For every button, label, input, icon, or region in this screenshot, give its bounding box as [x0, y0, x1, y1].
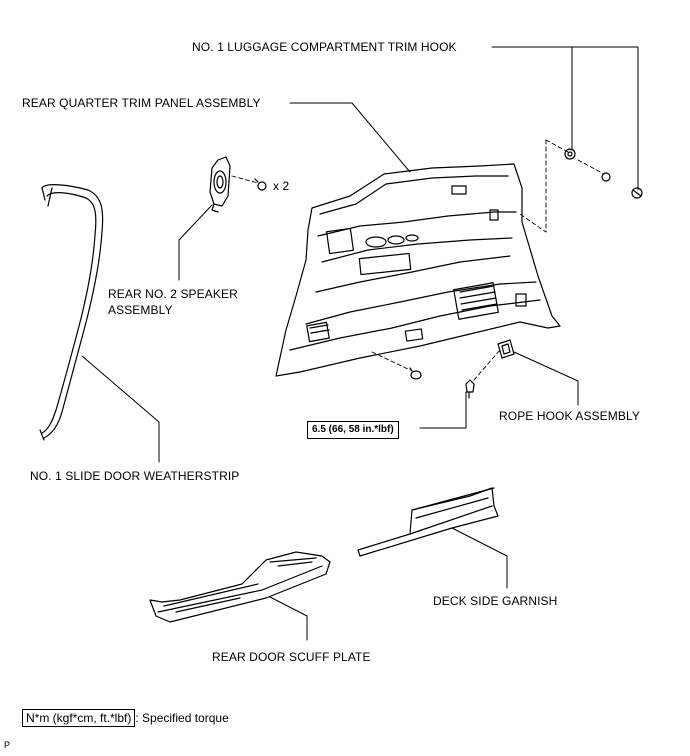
label-rope-hook-assembly: ROPE HOOK ASSEMBLY	[499, 409, 640, 423]
rope-hook-part	[497, 339, 515, 359]
trim-panel-part	[275, 163, 561, 377]
panel-clip	[409, 367, 422, 380]
leader-lines	[81, 46, 639, 641]
label-slide-door-weatherstrip: NO. 1 SLIDE DOOR WEATHERSTRIP	[30, 469, 240, 483]
deck-garnish-part	[357, 487, 499, 557]
label-luggage-compartment-trim-hook: NO. 1 LUGGAGE COMPARTMENT TRIM HOOK	[192, 40, 457, 54]
legend-unit-box: N*m (kgf*cm, ft.*lbf)	[22, 709, 136, 727]
torque-value-box: 6.5 (66, 58 in.*lbf)	[307, 421, 399, 439]
corner-mark: P	[4, 740, 11, 750]
label-rear-no2-speaker-line2: ASSEMBLY	[108, 303, 173, 317]
dashed-assembly-lines	[231, 139, 605, 381]
label-rear-quarter-trim-panel: REAR QUARTER TRIM PANEL ASSEMBLY	[22, 96, 261, 110]
label-speaker-count: x 2	[273, 179, 290, 193]
legend-text: : Specified torque	[135, 711, 229, 725]
speaker-screw	[254, 178, 267, 191]
speaker-part	[209, 156, 231, 213]
rope-hook-bolt	[465, 379, 475, 399]
label-rear-no2-speaker-line1: REAR NO. 2 SPEAKER	[108, 287, 238, 301]
weatherstrip-part	[39, 184, 104, 441]
torque-legend: N*m (kgf*cm, ft.*lbf): Specified torque	[22, 709, 229, 727]
label-rear-door-scuff-plate: REAR DOOR SCUFF PLATE	[212, 650, 371, 664]
luggage-hook-parts	[564, 148, 643, 199]
scuff-plate-part	[149, 551, 331, 623]
label-deck-side-garnish: DECK SIDE GARNISH	[433, 594, 558, 608]
